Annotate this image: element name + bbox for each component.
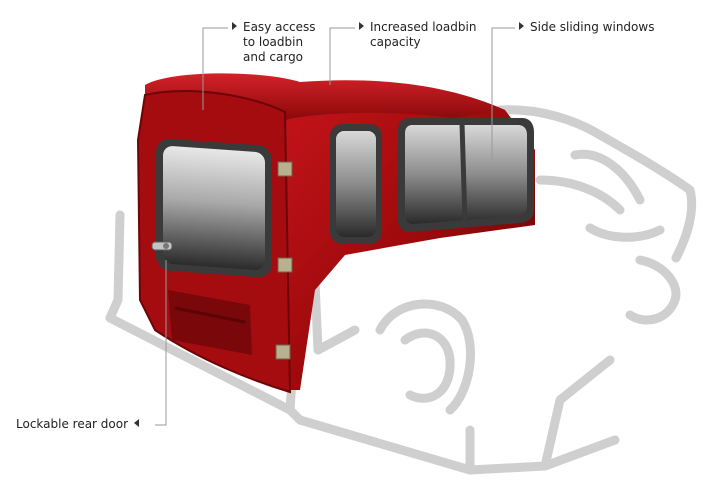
arrow-right-icon: [519, 22, 524, 30]
callout-side-windows: Side sliding windows: [519, 20, 654, 35]
callout-increased-capacity-line-2: capacity: [370, 35, 421, 49]
callout-easy-access: Easy access to loadbin and cargo: [232, 20, 316, 65]
callout-leader-lines: [155, 27, 515, 426]
arrow-right-icon: [232, 22, 237, 30]
callout-easy-access-line-2: to loadbin: [243, 35, 304, 49]
canopy: [136, 73, 535, 394]
callout-easy-access-line-1: Easy access: [243, 20, 316, 34]
callout-rear-door: Lockable rear door: [16, 417, 140, 432]
arrow-right-icon: [359, 22, 364, 30]
callout-side-windows-line-1: Side sliding windows: [530, 20, 655, 34]
vehicle-outline-sketch: [105, 105, 697, 475]
arrow-left-icon: [134, 419, 140, 427]
callout-rear-door-line-1: Lockable rear door: [16, 417, 129, 431]
callout-easy-access-line-3: and cargo: [243, 50, 304, 64]
callout-increased-capacity-line-1: Increased loadbin: [370, 20, 477, 34]
callout-increased-capacity: Increased loadbin capacity: [359, 20, 476, 50]
